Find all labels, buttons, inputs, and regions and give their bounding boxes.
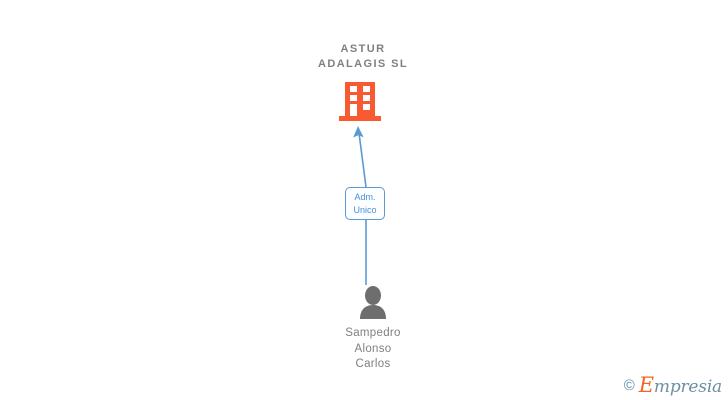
role-box[interactable]: Adm. Unico [345, 187, 385, 220]
role-label: Adm. Unico [353, 191, 377, 215]
empresia-logo[interactable]: © Empresia [624, 374, 722, 396]
person-name-label: Sampedro Alonso Carlos [345, 327, 401, 370]
company-name-label: ASTUR ADALAGIS SL [318, 43, 408, 70]
copyright-icon: © [623, 376, 635, 394]
brand-wordmark: Empresia [638, 372, 722, 397]
brand-rest: mpresia [653, 376, 722, 397]
building-icon[interactable] [339, 82, 387, 122]
brand-initial: E [638, 372, 654, 397]
person-icon[interactable] [357, 286, 389, 319]
